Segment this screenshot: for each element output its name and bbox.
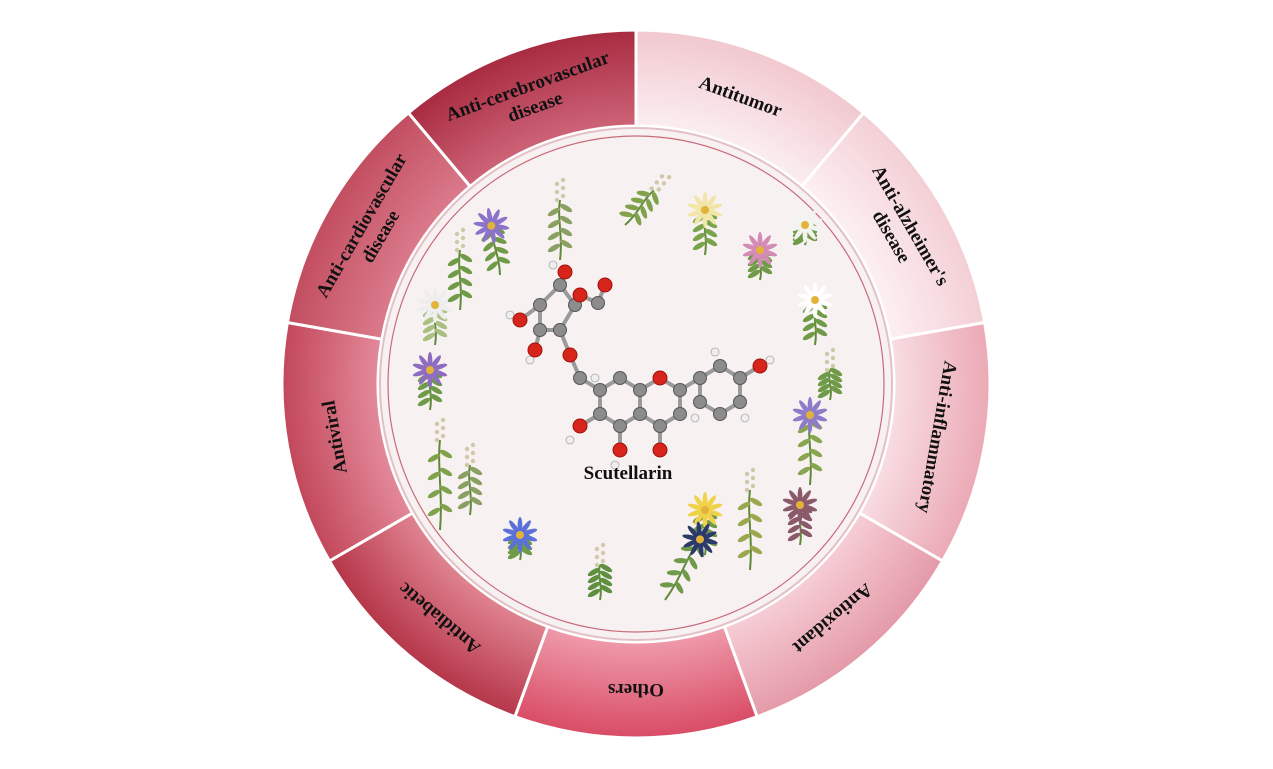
herb-icon [412, 352, 448, 411]
molecule-icon [505, 260, 775, 470]
segment-label-others: Others [608, 679, 664, 700]
herb-icon [447, 227, 473, 311]
carbon-atom [613, 419, 627, 433]
oxygen-atom [612, 442, 628, 458]
hydrogen-atom [710, 347, 720, 357]
carbon-atom [591, 296, 605, 310]
herb-icon [782, 487, 818, 546]
oxygen-atom [572, 418, 588, 434]
carbon-atom [593, 407, 607, 421]
carbon-atom [593, 383, 607, 397]
hydrogen-atom [765, 355, 775, 365]
hydrogen-atom [590, 373, 600, 383]
herb-icon [687, 192, 723, 256]
herb-icon [457, 442, 483, 516]
segment-cerebro [406, 28, 638, 189]
herb-icon [792, 397, 828, 486]
oxygen-atom [512, 312, 528, 328]
herb-icon [787, 207, 823, 246]
carbon-atom [553, 278, 567, 292]
carbon-atom [633, 383, 647, 397]
carbon-atom [573, 371, 587, 385]
compound-name: Scutellarin [584, 463, 673, 484]
segment-label-line: Others [608, 679, 664, 700]
herb-icon [427, 417, 453, 531]
herb-icon [737, 467, 763, 571]
herb-icon [742, 232, 778, 281]
hydrogen-atom [548, 260, 558, 270]
carbon-atom [693, 395, 707, 409]
hydrogen-atom [565, 435, 575, 445]
carbon-atom [533, 298, 547, 312]
herb-icon [547, 177, 573, 261]
inner-disc [379, 127, 893, 641]
herb-icon [502, 517, 538, 561]
carbon-atom [673, 383, 687, 397]
carbon-atom [633, 407, 647, 421]
oxygen-atom [652, 370, 668, 386]
carbon-atom [653, 419, 667, 433]
oxygen-atom [597, 277, 613, 293]
carbon-atom [713, 407, 727, 421]
herb-icon [797, 282, 833, 346]
plant-illustrations [412, 174, 843, 601]
carbon-atom [733, 371, 747, 385]
herb-icon [619, 174, 672, 226]
carbon-atom [613, 371, 627, 385]
herb-icon [473, 208, 511, 276]
ring-segments [280, 28, 992, 740]
hydrogen-atom [525, 355, 535, 365]
carbon-atom [733, 395, 747, 409]
herb-icon [659, 521, 718, 601]
herb-icon [817, 347, 843, 401]
oxygen-atom [527, 342, 543, 358]
hydrogen-atom [690, 413, 700, 423]
carbon-atom [533, 323, 547, 337]
herb-icon [587, 542, 613, 601]
carbon-atom [553, 323, 567, 337]
carbon-atom [673, 407, 687, 421]
hydrogen-atom [505, 310, 515, 320]
oxygen-atom [572, 287, 588, 303]
oxygen-atom [562, 347, 578, 363]
herb-icon [417, 287, 453, 346]
hydrogen-atom [610, 460, 620, 470]
carbon-atom [693, 371, 707, 385]
inner-ring-outline [387, 135, 885, 633]
carbon-atom [713, 359, 727, 373]
oxygen-atom [557, 264, 573, 280]
oxygen-atom [752, 358, 768, 374]
oxygen-atom [652, 442, 668, 458]
hydrogen-atom [740, 413, 750, 423]
